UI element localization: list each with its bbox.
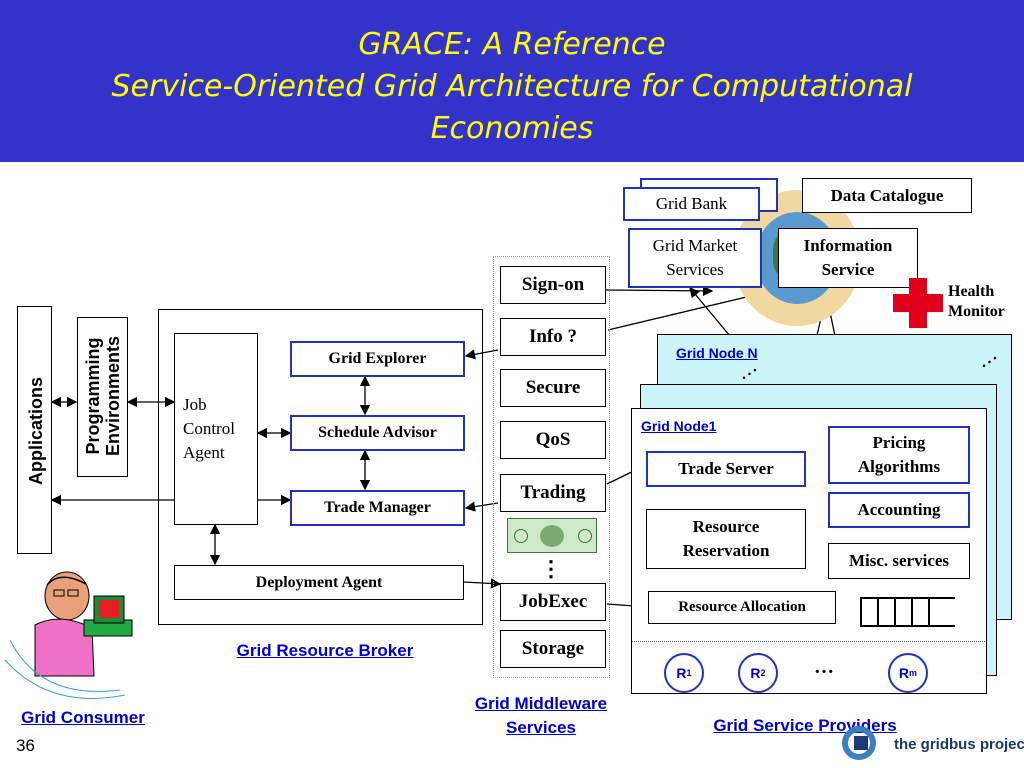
reservation-line-2: Reservation bbox=[682, 541, 770, 560]
pricing-line-2: Algorithms bbox=[857, 457, 941, 476]
page-number: 36 bbox=[16, 736, 35, 755]
applications-box: Applications bbox=[17, 306, 52, 554]
middleware-container bbox=[493, 256, 610, 678]
sign-on-box: Sign-on bbox=[500, 266, 606, 304]
information-service-box: Information Service bbox=[778, 228, 918, 288]
grid-market-line-2: Services bbox=[666, 260, 724, 279]
job-control-agent: Job Control Agent bbox=[174, 333, 258, 525]
node-n-ellipsis-right: … bbox=[970, 341, 1002, 373]
gridbus-logo: the gridbus project bbox=[838, 722, 1024, 768]
trade-server-box: Trade Server bbox=[646, 451, 806, 487]
dollar-bill-icon bbox=[507, 518, 597, 553]
storage-box: Storage bbox=[500, 630, 606, 668]
trade-manager-box: Trade Manager bbox=[290, 490, 465, 526]
middleware-caption-line-1: Grid Middleware bbox=[474, 694, 608, 713]
qos-box: QoS bbox=[500, 421, 606, 459]
health-monitor-label: Health Monitor bbox=[948, 282, 1005, 322]
gridbus-logo-text: the gridbus project bbox=[894, 736, 1024, 753]
grid-bank-box: Grid Bank bbox=[623, 187, 760, 221]
health-cross-icon bbox=[893, 278, 943, 328]
grid-node-1-label: Grid Node1 bbox=[641, 418, 717, 434]
resource-broker-container bbox=[158, 309, 483, 625]
resource-allocation-box: Resource Allocation bbox=[648, 591, 836, 624]
info-service-line-1: Information bbox=[803, 236, 893, 255]
pricing-line-1: Pricing bbox=[872, 433, 926, 452]
grid-resource-broker-caption: Grid Resource Broker bbox=[236, 641, 414, 660]
misc-services-box: Misc. services bbox=[828, 543, 970, 579]
trading-box: Trading bbox=[500, 474, 606, 512]
grid-market-services-box: Grid Market Services bbox=[628, 228, 762, 288]
middleware-ellipsis: ⋮ bbox=[540, 556, 562, 581]
title-line-2: Service-Oriented Grid Architecture for C… bbox=[111, 69, 913, 104]
programming-environments-box: Programming Environments bbox=[77, 317, 128, 477]
grid-node-n-label: Grid Node N bbox=[676, 345, 758, 361]
computer-icon bbox=[83, 595, 133, 637]
job-queue-icon bbox=[860, 597, 955, 627]
middleware-caption-line-2: Services bbox=[506, 718, 576, 737]
jobexec-box: JobExec bbox=[500, 583, 606, 621]
resources-ellipsis: … bbox=[814, 656, 834, 678]
person-figure bbox=[4, 571, 126, 699]
gridbus-logo-icon bbox=[842, 726, 876, 760]
arrow-signon-to-market bbox=[605, 285, 714, 297]
grid-consumer-caption: Grid Consumer bbox=[21, 708, 145, 727]
title-bar: GRACE: A Reference Service-Oriented Grid… bbox=[0, 0, 1024, 162]
pricing-algorithms-box: Pricing Algorithms bbox=[828, 426, 970, 484]
grid-market-line-1: Grid Market bbox=[652, 236, 738, 255]
secure-box: Secure bbox=[500, 369, 606, 407]
resource-reservation-box: Resource Reservation bbox=[646, 509, 806, 569]
grid-explorer-box: Grid Explorer bbox=[290, 341, 465, 377]
schedule-advisor-box: Schedule Advisor bbox=[290, 415, 465, 451]
data-catalogue-box: Data Catalogue bbox=[802, 178, 972, 213]
accounting-box: Accounting bbox=[828, 492, 970, 528]
node-divider bbox=[632, 641, 985, 642]
health-line-2: Monitor bbox=[948, 303, 1005, 320]
health-line-1: Health bbox=[948, 283, 995, 300]
deployment-agent-box: Deployment Agent bbox=[174, 565, 464, 600]
title-line-1: GRACE: A Reference bbox=[358, 27, 666, 62]
info-box: Info ? bbox=[500, 318, 606, 356]
grid-middleware-caption: Grid Middleware Services bbox=[450, 692, 632, 740]
info-service-line-2: Service bbox=[821, 260, 875, 279]
title-line-3: Economies bbox=[430, 111, 594, 146]
reservation-line-1: Resource bbox=[692, 517, 760, 536]
